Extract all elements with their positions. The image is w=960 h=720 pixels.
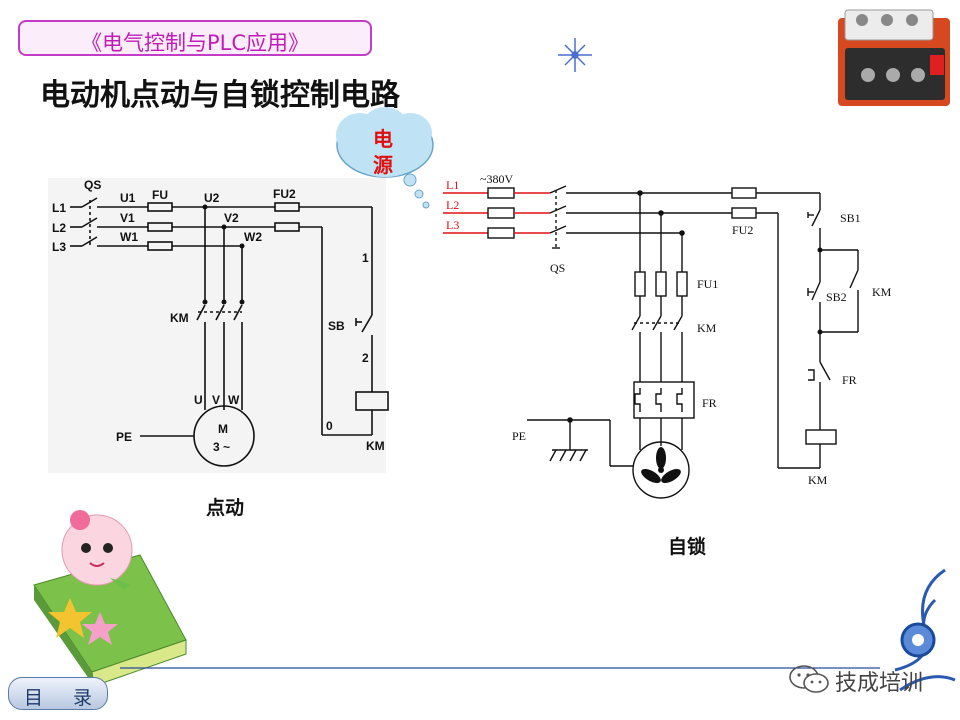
- toc-button-label: 目 录: [23, 687, 105, 709]
- left-w-label: W: [228, 393, 240, 407]
- right-l3-label: L3: [446, 218, 459, 232]
- cloud-text-line1: 电: [373, 127, 393, 151]
- right-sb2-label: SB2: [826, 290, 847, 304]
- right-pe-label: PE: [512, 429, 526, 443]
- right-fu1-label: FU1: [697, 277, 718, 291]
- page-title: 电动机点动与自锁控制电路: [40, 78, 400, 113]
- left-v2-label: V2: [224, 211, 239, 225]
- sparkle-icon: [558, 38, 592, 72]
- left-l1-label: L1: [52, 201, 66, 215]
- right-sb1-label: SB1: [840, 211, 861, 225]
- left-v-label: V: [212, 393, 220, 407]
- left-u2-label: U2: [204, 191, 220, 205]
- left-fu-label: FU: [152, 188, 168, 202]
- course-title: 《电气控制与PLC应用》: [80, 31, 310, 55]
- left-qs-label: QS: [84, 178, 101, 192]
- left-node1-label: 1: [362, 251, 369, 265]
- right-fu2-label: FU2: [732, 223, 753, 237]
- left-sb-label: SB: [328, 319, 345, 333]
- left-w1-label: W1: [120, 230, 138, 244]
- left-node0-label: 0: [326, 419, 333, 433]
- left-coil-km-label: KM: [366, 439, 385, 453]
- watermark-text: 技成培训: [835, 671, 924, 696]
- thermal-relay-image: [838, 9, 950, 106]
- self-lock-control-diagram: L1 L2 L3 ~380V QS FU1 FU2 KM FR PE SB1 S…: [443, 172, 892, 499]
- table-of-contents-button[interactable]: 目 录: [8, 677, 108, 710]
- left-fu2-label: FU2: [273, 187, 296, 201]
- right-qs-label: QS: [550, 261, 565, 275]
- self-lock-caption: 自锁: [668, 535, 706, 558]
- left-km-label: KM: [170, 311, 189, 325]
- right-l1-label: L1: [446, 178, 459, 192]
- left-l3-label: L3: [52, 240, 66, 254]
- left-motor-phase-label: 3 ~: [213, 440, 230, 454]
- left-u1-label: U1: [120, 191, 136, 205]
- right-voltage-label: ~380V: [480, 172, 513, 186]
- fan-icon: [641, 447, 681, 483]
- course-title-banner: 《电气控制与PLC应用》: [18, 20, 372, 56]
- right-coil-km-label: KM: [808, 473, 828, 487]
- right-km-main-label: KM: [697, 321, 717, 335]
- left-pe-label: PE: [116, 430, 132, 444]
- jog-control-diagram: QS L1 L2 L3 U1 V1 W1 FU U2 V2 W2 FU2 KM …: [48, 178, 389, 473]
- right-fr-label: FR: [702, 396, 717, 410]
- right-l2-label: L2: [446, 198, 459, 212]
- left-w2-label: W2: [244, 230, 262, 244]
- left-node2-label: 2: [362, 351, 369, 365]
- power-cloud: [336, 107, 434, 209]
- corner-ornament: [894, 568, 956, 692]
- left-motor-label: M: [218, 422, 228, 436]
- watermark: 技成培训: [787, 664, 923, 696]
- cloud-text-line2: 源: [373, 153, 393, 177]
- right-km-aux-label: KM: [872, 285, 892, 299]
- jog-caption: 点动: [206, 497, 244, 519]
- left-v1-label: V1: [120, 211, 135, 225]
- left-u-label: U: [194, 393, 203, 407]
- right-fr-contact-label: FR: [842, 373, 857, 387]
- wechat-icon: [789, 665, 829, 693]
- mascot-book-image: [33, 510, 187, 687]
- left-l2-label: L2: [52, 221, 66, 235]
